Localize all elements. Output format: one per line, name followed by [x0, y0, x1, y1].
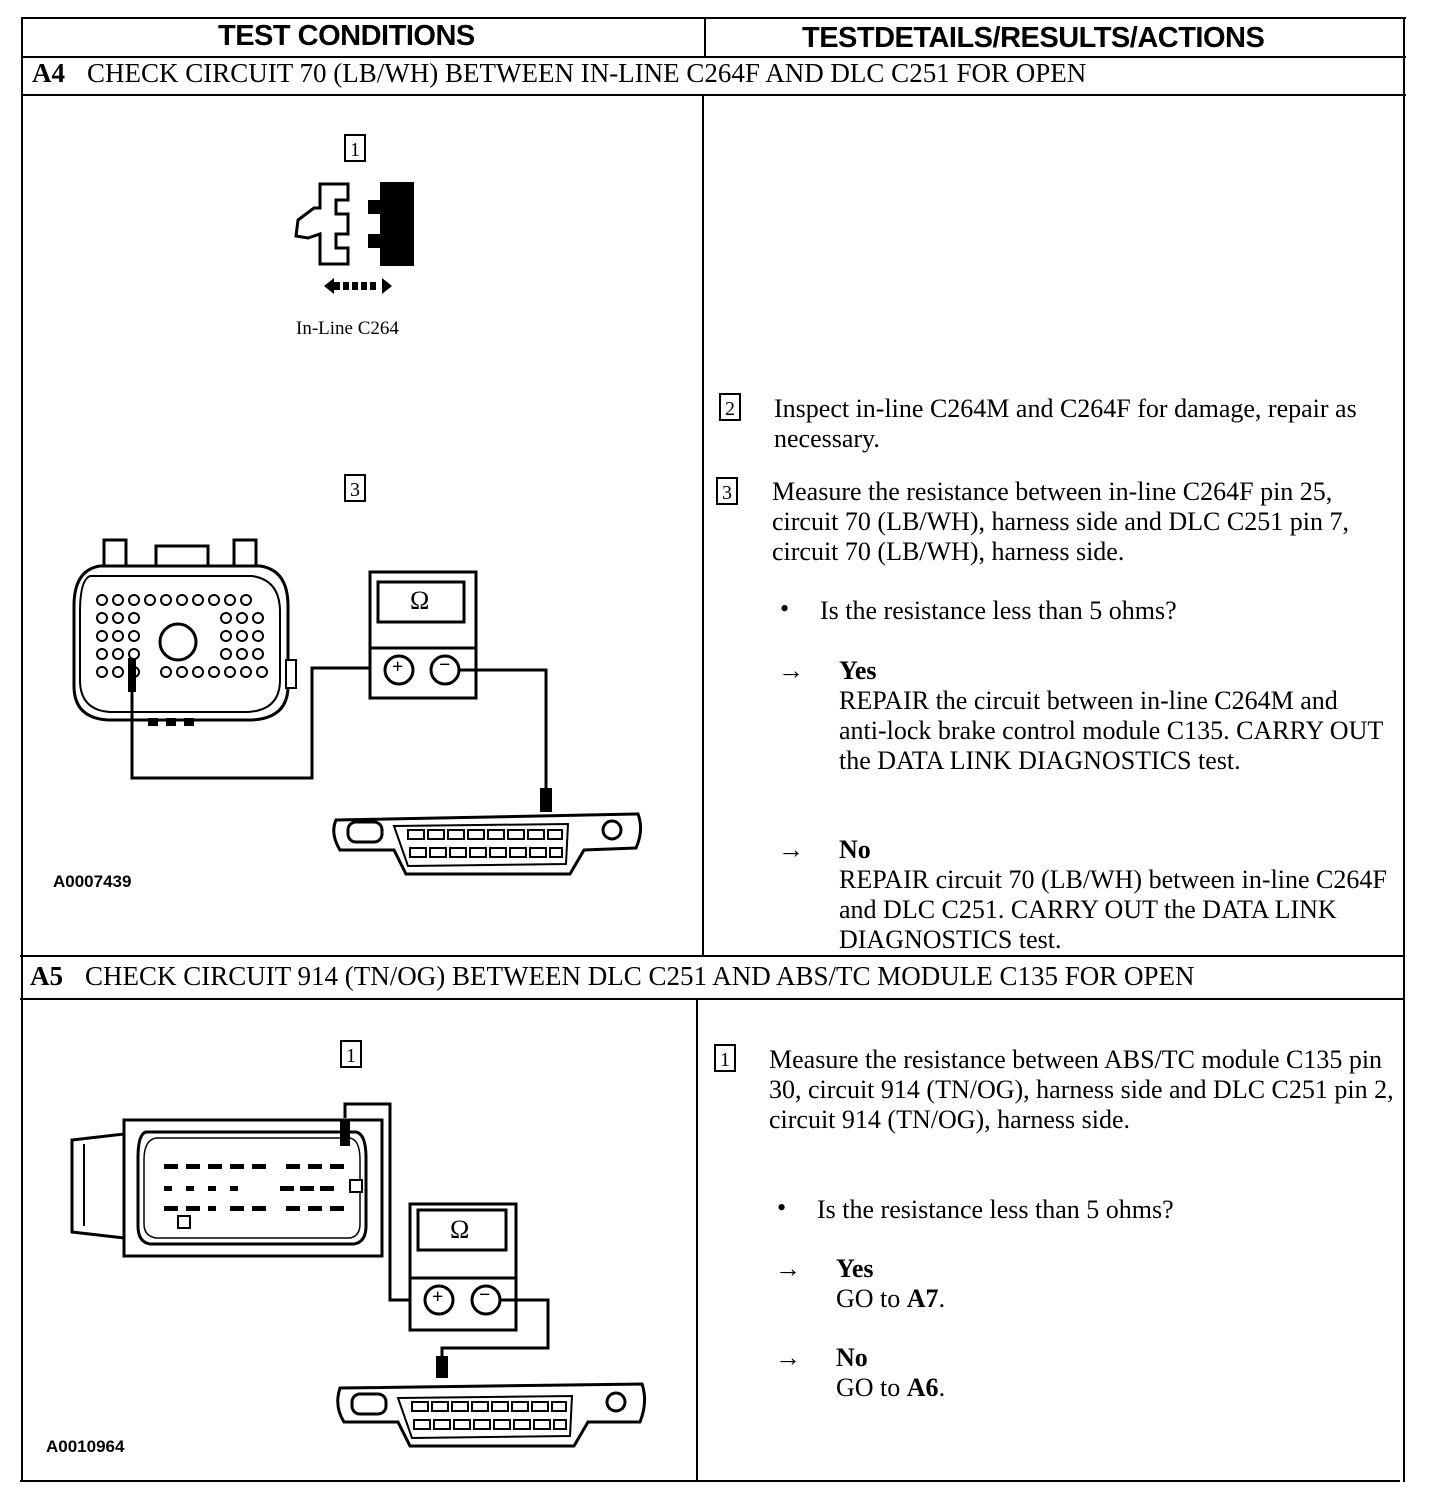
a4-wiring-diagram — [72, 538, 643, 876]
table-right-border — [1403, 17, 1405, 1482]
table-left-border — [21, 17, 23, 1482]
header-divider — [22, 56, 1406, 58]
a4-step-2-box: 2 — [719, 393, 741, 421]
a5-no-response: No GO to A6. — [836, 1343, 1236, 1403]
a4-id: A4 — [32, 58, 65, 88]
a4-bullet: • — [780, 594, 790, 623]
a5-title-bottom-divider — [20, 998, 1404, 1000]
a4-no-label: No — [839, 835, 871, 864]
a5-column-divider — [696, 998, 698, 1482]
a5-title-text: CHECK CIRCUIT 914 (TN/OG) BETWEEN DLC C2… — [85, 961, 1195, 991]
a4-yes-response: Yes REPAIR the circuit between in-line C… — [839, 656, 1384, 776]
a5-wiring-diagram — [70, 1102, 647, 1448]
a4-no-arrow: → — [778, 835, 804, 864]
a4-figure-id: A0007439 — [53, 872, 132, 891]
a5-step-1-text: Measure the resistance between ABS/TC mo… — [769, 1045, 1394, 1134]
a4-title: A4 CHECK CIRCUIT 70 (LB/WH) BETWEEN IN-LI… — [32, 58, 1086, 89]
a5-yes-ref: A7 — [906, 1284, 939, 1313]
a4-yes-label: Yes — [839, 656, 877, 685]
a5-yes-response: Yes GO to A7. — [836, 1254, 1236, 1314]
table-top-border — [22, 17, 1406, 19]
a5-no-ref: A6 — [906, 1373, 939, 1402]
a4-figure-caption: In-Line C264 — [296, 318, 399, 339]
a5-minus-terminal: − — [479, 1284, 491, 1306]
a5-no-prefix: GO to — [836, 1373, 907, 1402]
dlc-connector-icon — [336, 1382, 647, 1448]
a5-title-top-divider — [20, 955, 1404, 957]
a4-step-2-text: Inspect in-line C264M and C264F for dama… — [774, 394, 1357, 453]
a4-question: Is the resistance less than 5 ohms? — [820, 596, 1177, 625]
a4-yes-text: REPAIR the circuit between in-line C264M… — [839, 686, 1383, 775]
a5-yes-prefix: GO to — [836, 1284, 907, 1313]
a4-no-response: No REPAIR circuit 70 (LB/WH) between in-… — [839, 835, 1394, 955]
a4-step-3-text: Measure the resistance between in-line C… — [772, 477, 1349, 566]
a5-title: A5 CHECK CIRCUIT 914 (TN/OG) BETWEEN DLC … — [30, 961, 1195, 992]
a5-plus-terminal: + — [432, 1286, 444, 1308]
a5-ohm-symbol: Ω — [450, 1215, 470, 1244]
a5-step-1-box: 1 — [714, 1044, 736, 1072]
a5-id: A5 — [30, 961, 63, 991]
a4-yes-arrow: → — [778, 656, 804, 685]
a4-no-text: REPAIR circuit 70 (LB/WH) between in-lin… — [839, 865, 1387, 954]
ohmmeter-icon — [368, 570, 478, 700]
a4-minus-terminal: − — [439, 654, 451, 676]
dlc-connector-icon — [332, 812, 643, 876]
ohmmeter-icon — [408, 1202, 518, 1332]
a5-no-label: No — [836, 1343, 868, 1372]
a5-question: Is the resistance less than 5 ohms? — [817, 1195, 1174, 1224]
a5-yes-period: . — [938, 1284, 946, 1313]
a4-plus-terminal: + — [392, 656, 404, 678]
a4-step-3-box: 3 — [716, 477, 738, 505]
inline-connector-icon — [294, 182, 414, 294]
header-test-details: TESTDETAILS/RESULTS/ACTIONS — [802, 22, 1265, 54]
header-test-conditions: TEST CONDITIONS — [218, 20, 475, 52]
a4-title-text: CHECK CIRCUIT 70 (LB/WH) BETWEEN IN-LINE… — [87, 58, 1087, 88]
table-bottom-border — [20, 1480, 1400, 1482]
a4-figure-step-1-box: 1 — [344, 134, 366, 162]
a4-ohm-symbol: Ω — [410, 586, 430, 615]
a5-figure-id: A0010964 — [46, 1437, 125, 1456]
a5-bullet: • — [777, 1193, 787, 1222]
a5-figure-step-1-box: 1 — [340, 1040, 362, 1068]
c264-connector-icon — [72, 538, 297, 726]
a4-figure-step-3-box: 3 — [344, 474, 366, 502]
a4-column-divider — [702, 94, 704, 956]
a5-yes-label: Yes — [836, 1254, 874, 1283]
a5-no-period: . — [938, 1373, 946, 1402]
header-column-divider — [704, 17, 706, 57]
a5-no-arrow: → — [775, 1343, 801, 1372]
a5-yes-arrow: → — [775, 1254, 801, 1283]
c135-module-connector-icon — [70, 1118, 384, 1258]
a4-title-divider — [22, 94, 1406, 96]
